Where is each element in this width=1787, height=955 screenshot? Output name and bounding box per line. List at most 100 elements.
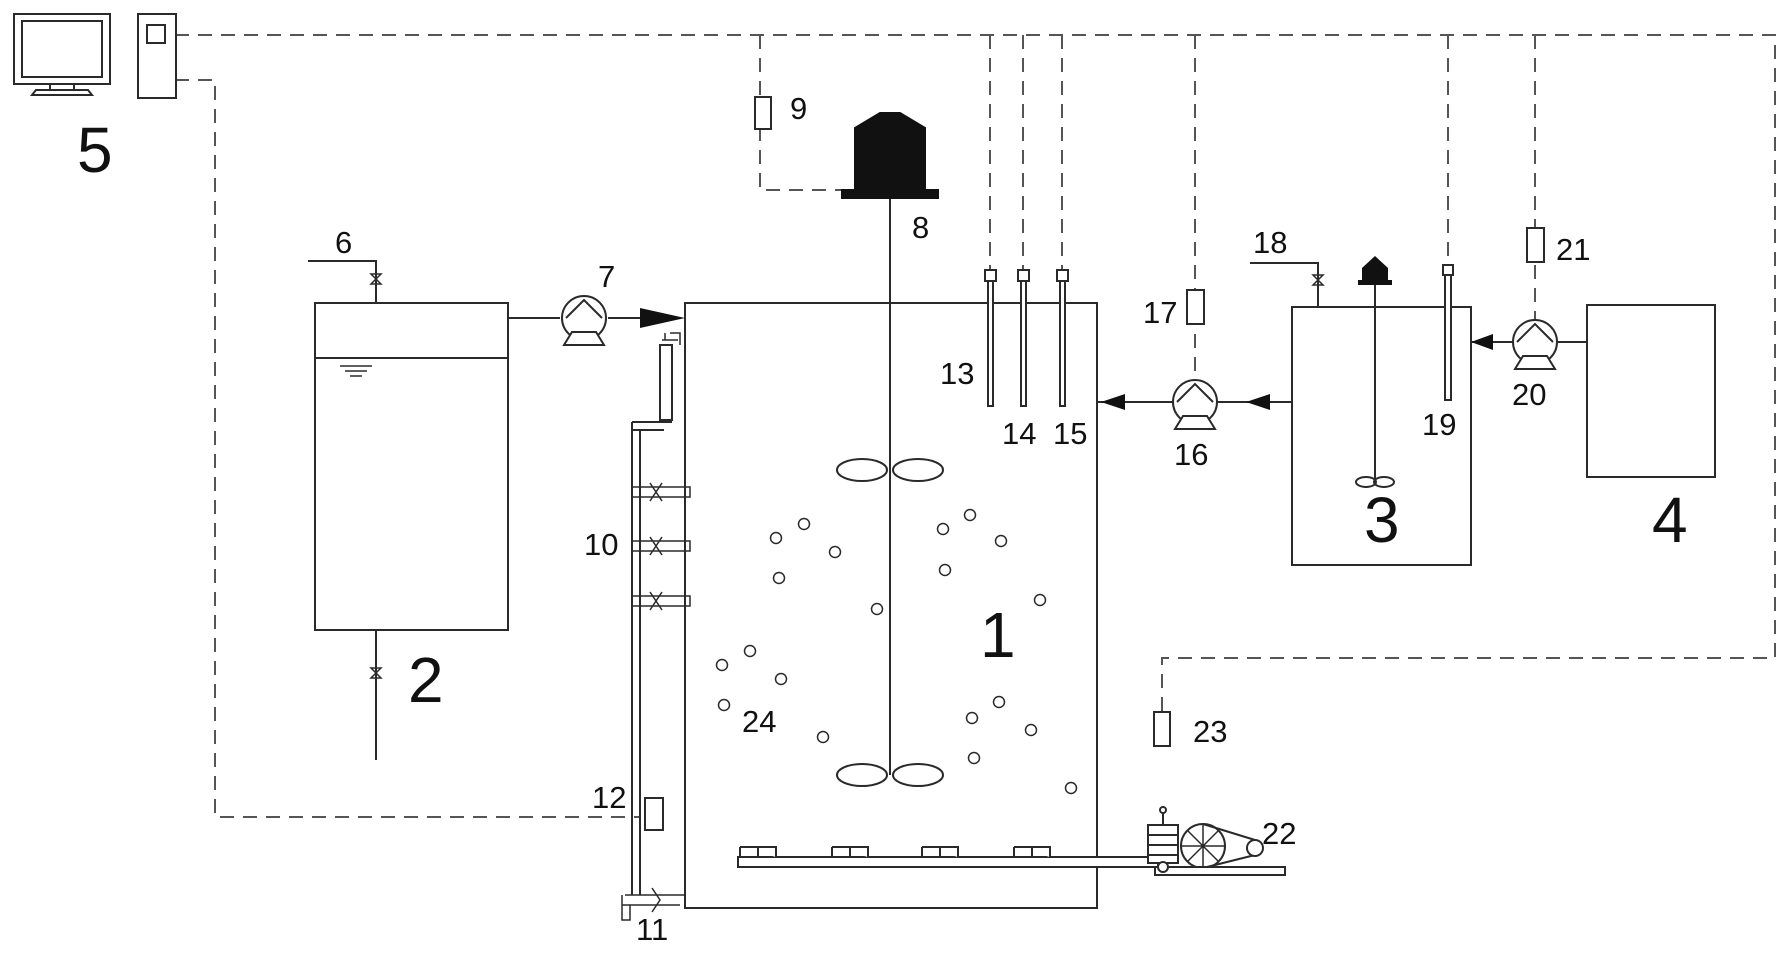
air-compressor [1147,711,1286,876]
impeller-lower-right [892,763,944,787]
feed-flow-arrow [640,308,685,328]
signal-line-motor [759,35,845,191]
overflow-outlet [662,332,681,345]
feed-tank-inlet-valve [369,273,383,285]
diffuser-2 [831,846,869,857]
label-9: 9 [790,91,807,126]
label-14: 14 [1002,416,1036,451]
impeller-upper-left [836,458,888,482]
supply-flow-arrow [1471,334,1493,350]
label-10: 10 [584,527,618,562]
probe-15-rod [1059,280,1066,407]
probe-13-head [984,269,997,282]
dosing-stirrer-motor [1362,256,1388,280]
dosing-impeller-right [1373,476,1395,488]
label-reactor: 1 [980,599,1016,671]
level-sensor [644,797,664,831]
computer-monitor [13,13,111,85]
impeller-upper-right [892,458,944,482]
computer-screen [21,20,103,78]
sampling-port-1 [633,482,691,502]
feed-tank [308,260,640,760]
reactor [684,197,1098,909]
label-feed-tank: 2 [408,644,444,716]
motor-controller [754,96,772,130]
water-level-symbol [340,365,372,377]
carrier [816,730,830,744]
computer [13,13,177,99]
label-17: 17 [1143,295,1177,330]
compressor-base [1154,866,1286,876]
diffuser-3 [921,846,959,857]
supply-pump-rotor [1516,322,1554,343]
dosing-tank-inlet-pipe [1250,262,1319,307]
carrier-group [715,508,1078,795]
label-18: 18 [1253,225,1287,260]
label-16: 16 [1174,437,1208,472]
sampling-assembly [621,332,691,921]
carrier [992,695,1006,709]
carrier [967,751,981,765]
aeration-pipe [737,856,1159,868]
computer-drive [146,24,166,44]
carrier [743,644,757,658]
dosing-arrow-from-tank [1246,394,1270,410]
labels: 1 2 3 4 5 6 7 8 9 10 11 12 13 14 15 16 1… [77,91,1688,947]
upper-pipe [659,344,673,421]
carrier [774,672,788,686]
label-22: 22 [1262,816,1296,851]
diffuser-4 [1013,846,1051,857]
compressor-wheel [1157,861,1169,873]
carrier [963,508,977,522]
probe-14-rod [1020,280,1027,407]
aeration-system [737,846,1159,868]
carrier [797,517,811,531]
reactor-probes [984,269,1069,407]
carrier [1024,723,1038,737]
feed-pump-rotor [565,298,603,319]
computer-tower [137,13,177,99]
label-8: 8 [912,210,929,245]
signal-line-main [175,34,1776,720]
dosing-probe-rod [1444,274,1452,401]
dosing-pump-rotor [1176,382,1214,403]
dosing-tank-body [1291,306,1472,566]
feed-tank-inlet-pipe [308,260,377,303]
label-dosing-tank: 3 [1364,484,1400,556]
feed-pump-base [562,331,606,346]
dosing-tank-inlet-valve [1311,274,1325,286]
supply-pump-controller [1526,227,1545,263]
dosing-tank [1250,262,1472,566]
label-supply-tank: 4 [1652,484,1688,556]
diffuser-1 [739,846,777,857]
label-6: 6 [335,225,352,260]
carrier [1064,781,1078,795]
sampling-port-2 [633,536,691,556]
pipe-elbow [632,421,672,431]
probe-14-head [1017,269,1030,282]
flywheel-spokes [1181,824,1225,868]
label-13: 13 [940,356,974,391]
dosing-pump-base [1173,415,1217,430]
label-24: 24 [742,704,776,739]
label-20: 20 [1512,377,1546,412]
dosing-probe-head [1442,264,1454,276]
feed-tank-body [314,302,509,631]
carrier [936,522,950,536]
feed-tank-outlet-valve [369,667,383,679]
sampling-port-3 [633,591,691,611]
label-23: 23 [1193,714,1227,749]
dosing-arrow-to-reactor [1101,394,1125,410]
impeller-lower-left [836,763,888,787]
motor [841,112,939,199]
label-11: 11 [636,912,668,947]
motor-mount [841,189,939,199]
probe-15-head [1056,269,1069,282]
label-computer: 5 [77,114,113,186]
label-12: 12 [592,780,626,815]
carrier [938,563,952,577]
dosing-impeller-left [1355,476,1377,488]
supply-pump-base [1513,355,1557,370]
supply-pump [1471,227,1587,370]
